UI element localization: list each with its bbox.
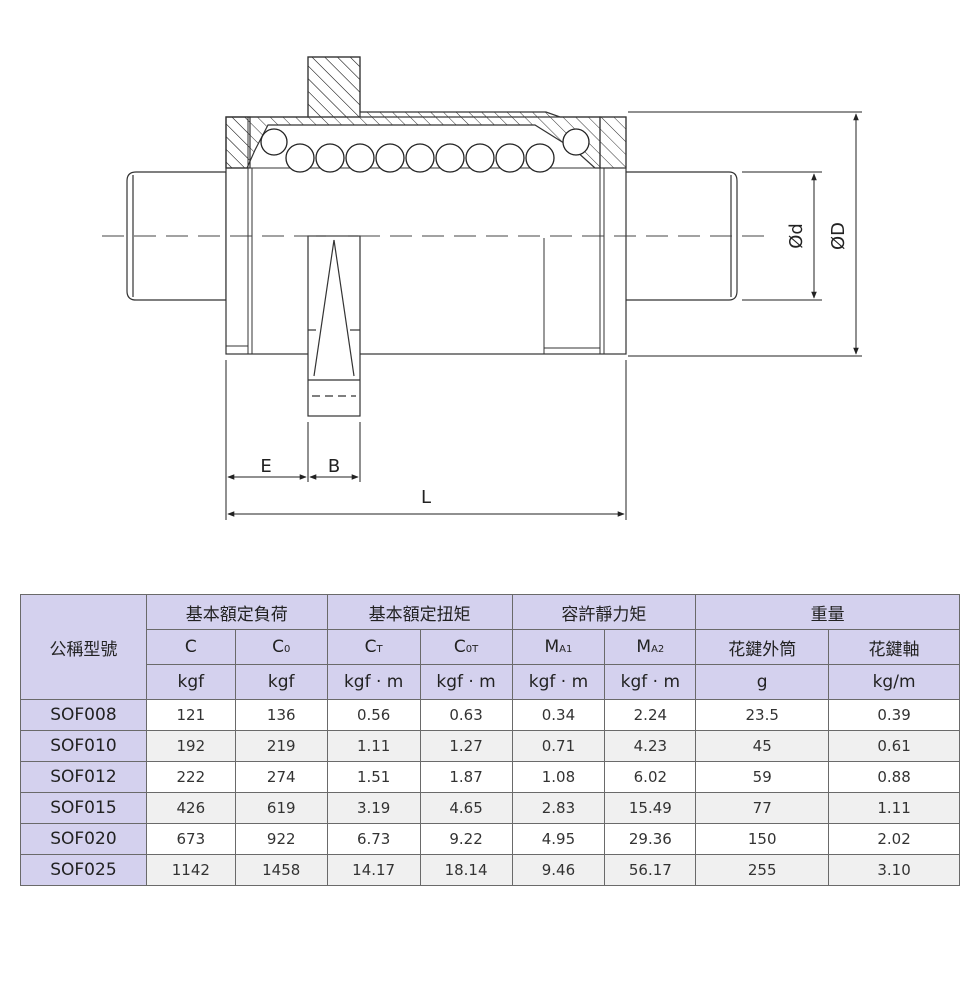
model-header: 公稱型號 <box>20 594 147 700</box>
value-cell: 121 <box>145 699 236 731</box>
dim-label-e: E <box>260 456 271 477</box>
value-cell: 0.61 <box>828 730 960 762</box>
unit-header: kgf · m <box>419 664 513 700</box>
dim-label-l: L <box>421 487 431 508</box>
weight-col-header: 花鍵外筒 <box>695 629 830 665</box>
value-cell: 255 <box>695 854 830 886</box>
unit-header: kgf · m <box>326 664 421 700</box>
value-cell: 1.08 <box>511 761 606 793</box>
value-cell: 1.27 <box>419 730 513 762</box>
value-cell: 14.17 <box>326 854 421 886</box>
model-cell: SOF012 <box>20 761 147 793</box>
value-cell: 136 <box>234 699 328 731</box>
value-cell: 426 <box>145 792 236 824</box>
header-row-units: kgf kgf kgf · m kgf · m kgf · m kgf · m … <box>21 664 960 700</box>
value-cell: 0.56 <box>326 699 421 731</box>
symbol-header: MA2 <box>604 629 697 665</box>
value-cell: 6.02 <box>604 761 697 793</box>
unit-header: kgf <box>234 664 328 700</box>
value-cell: 619 <box>234 792 328 824</box>
symbol-header: MA1 <box>511 629 606 665</box>
value-cell: 192 <box>145 730 236 762</box>
value-cell: 77 <box>695 792 830 824</box>
value-cell: 673 <box>145 823 236 855</box>
unit-header: kgf · m <box>511 664 606 700</box>
value-cell: 3.10 <box>828 854 960 886</box>
header-row-groups: 公稱型號 基本額定負荷 基本額定扭矩 容許靜力矩 重量 <box>20 594 960 700</box>
value-cell: 1.87 <box>419 761 513 793</box>
model-cell: SOF020 <box>20 823 147 855</box>
value-cell: 0.34 <box>511 699 606 731</box>
value-cell: 45 <box>695 730 830 762</box>
unit-header: kgf <box>145 664 236 700</box>
value-cell: 1.51 <box>326 761 421 793</box>
value-cell: 0.39 <box>828 699 960 731</box>
dim-label-b: B <box>328 456 340 477</box>
dimension-lines <box>225 111 862 520</box>
value-cell: 29.36 <box>604 823 697 855</box>
value-cell: 1458 <box>234 854 328 886</box>
unit-header: g <box>695 664 830 700</box>
group-header: 基本額定負荷 <box>145 594 328 630</box>
spline-nut <box>225 56 627 355</box>
weight-col-header: 花鍵軸 <box>828 629 960 665</box>
group-header: 容許靜力矩 <box>511 594 697 630</box>
value-cell: 1.11 <box>828 792 960 824</box>
symbol-header: C <box>145 629 236 665</box>
ball-row <box>260 128 590 173</box>
value-cell: 1142 <box>145 854 236 886</box>
value-cell: 4.95 <box>511 823 606 855</box>
header-row-symbols: C C0 CT C0T MA1 MA2 花鍵外筒 花鍵軸 <box>21 629 960 665</box>
model-cell: SOF010 <box>20 730 147 762</box>
value-cell: 15.49 <box>604 792 697 824</box>
flange-key <box>307 235 361 417</box>
model-cell: SOF008 <box>20 699 147 731</box>
model-cell: SOF025 <box>20 854 147 886</box>
value-cell: 6.73 <box>326 823 421 855</box>
value-cell: 9.46 <box>511 854 606 886</box>
value-cell: 2.24 <box>604 699 697 731</box>
value-cell: 150 <box>695 823 830 855</box>
unit-header: kgf · m <box>604 664 697 700</box>
value-cell: 59 <box>695 761 830 793</box>
spec-table: 公稱型號 基本額定負荷 基本額定扭矩 容許靜力矩 重量 C C0 CT C0T … <box>20 594 960 886</box>
value-cell: 1.11 <box>326 730 421 762</box>
group-header: 基本額定扭矩 <box>326 594 513 630</box>
value-cell: 3.19 <box>326 792 421 824</box>
value-cell: 4.65 <box>419 792 513 824</box>
symbol-header: C0T <box>419 629 513 665</box>
value-cell: 0.63 <box>419 699 513 731</box>
group-header: 重量 <box>695 594 960 630</box>
value-cell: 9.22 <box>419 823 513 855</box>
value-cell: 222 <box>145 761 236 793</box>
model-cell: SOF015 <box>20 792 147 824</box>
value-cell: 922 <box>234 823 328 855</box>
value-cell: 0.71 <box>511 730 606 762</box>
value-cell: 18.14 <box>419 854 513 886</box>
ball-spline-drawing: E B L Ød ØD <box>102 56 862 520</box>
value-cell: 274 <box>234 761 328 793</box>
symbol-header: C0 <box>234 629 328 665</box>
dim-label-shaft-diameter: Ød <box>786 223 807 249</box>
value-cell: 23.5 <box>695 699 830 731</box>
symbol-header: CT <box>326 629 421 665</box>
value-cell: 4.23 <box>604 730 697 762</box>
value-cell: 219 <box>234 730 328 762</box>
value-cell: 2.83 <box>511 792 606 824</box>
value-cell: 2.02 <box>828 823 960 855</box>
dim-label-outer-diameter: ØD <box>828 222 849 250</box>
unit-header: kg/m <box>828 664 960 700</box>
value-cell: 56.17 <box>604 854 697 886</box>
value-cell: 0.88 <box>828 761 960 793</box>
